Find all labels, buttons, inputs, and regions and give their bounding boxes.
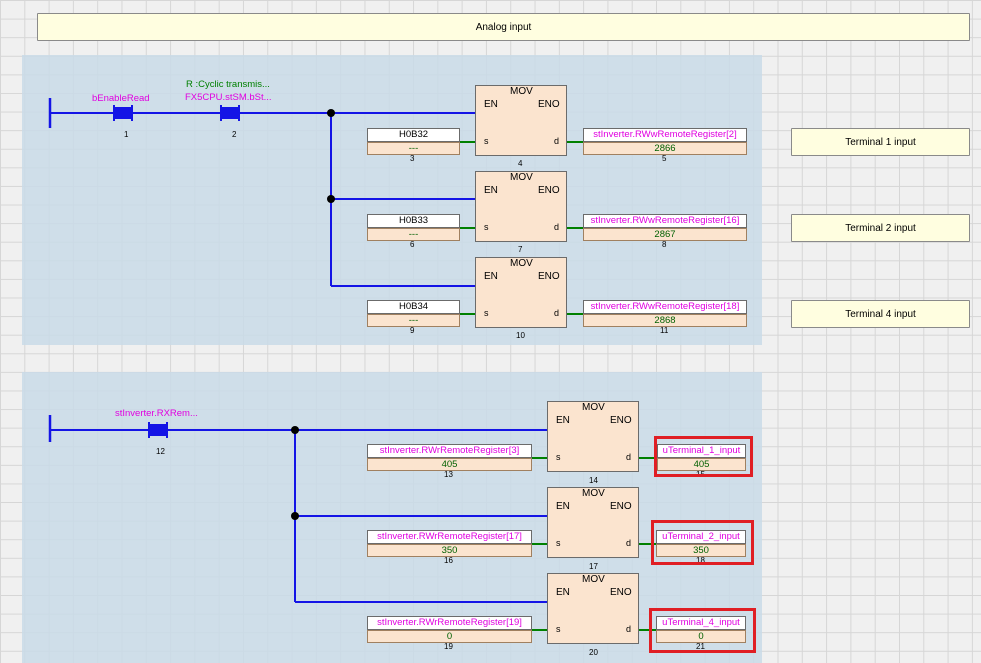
- src-value-6: ---: [367, 228, 460, 241]
- dst-value-18: 350: [656, 544, 746, 557]
- mov-block-10[interactable]: MOV EN ENO s d: [475, 257, 567, 328]
- mov-d: d: [626, 624, 632, 634]
- mov-title: MOV: [510, 86, 533, 97]
- contact-12[interactable]: [148, 422, 168, 438]
- highlight-terminal-4: [649, 608, 756, 653]
- src-operand-3[interactable]: H0B32: [367, 128, 460, 142]
- highlight-terminal-1: [654, 436, 753, 477]
- src-operand-9[interactable]: H0B34: [367, 300, 460, 314]
- contact-2-comment: R :Cyclic transmis...: [186, 79, 270, 90]
- src-operand-13[interactable]: stInverter.RWrRemoteRegister[3]: [367, 444, 532, 458]
- mov-en: EN: [484, 185, 498, 196]
- mov-title: MOV: [582, 488, 605, 499]
- src-operand-19[interactable]: stInverter.RWrRemoteRegister[19]: [367, 616, 532, 630]
- mov-d: d: [626, 538, 632, 548]
- contact-2-number: 2: [232, 130, 237, 139]
- mov-eno: ENO: [610, 587, 632, 598]
- src-number-9: 9: [410, 326, 415, 335]
- dst-operand-18[interactable]: uTerminal_2_input: [656, 530, 746, 544]
- dst-operand-5[interactable]: stInverter.RWwRemoteRegister[2]: [583, 128, 747, 142]
- contact-2-label: FX5CPU.stSM.bSt...: [185, 92, 272, 103]
- mov-en: EN: [556, 501, 570, 512]
- dst-operand-11[interactable]: stInverter.RWwRemoteRegister[18]: [583, 300, 747, 314]
- mov-eno: ENO: [538, 99, 560, 110]
- src-number-6: 6: [410, 240, 415, 249]
- mov-s: s: [556, 538, 561, 548]
- mov-d: d: [554, 308, 560, 318]
- dst-number-21: 21: [696, 642, 705, 651]
- mov-en: EN: [556, 415, 570, 426]
- mov-title: MOV: [510, 258, 533, 269]
- mov-en: EN: [484, 99, 498, 110]
- src-value-3: ---: [367, 142, 460, 155]
- mov-block-17[interactable]: MOV EN ENO s d: [547, 487, 639, 558]
- dst-number-18: 18: [696, 556, 705, 565]
- fb-number-14: 14: [589, 476, 598, 485]
- mov-block-14[interactable]: MOV EN ENO s d: [547, 401, 639, 472]
- mov-s: s: [556, 624, 561, 634]
- mov-eno: ENO: [538, 185, 560, 196]
- mov-s: s: [484, 308, 489, 318]
- mov-eno: ENO: [538, 271, 560, 282]
- mov-s: s: [484, 136, 489, 146]
- contact-1-number: 1: [124, 130, 129, 139]
- mov-en: EN: [484, 271, 498, 282]
- contact-2[interactable]: [220, 105, 240, 121]
- mov-block-7[interactable]: MOV EN ENO s d: [475, 171, 567, 242]
- dst-operand-15[interactable]: uTerminal_1_input: [657, 444, 746, 458]
- contact-1-label: bEnableRead: [92, 93, 150, 104]
- src-number-19: 19: [444, 642, 453, 651]
- dst-value-21: 0: [656, 630, 746, 643]
- src-value-16: 350: [367, 544, 532, 557]
- dst-value-8: 2867: [583, 228, 747, 241]
- src-operand-6[interactable]: H0B33: [367, 214, 460, 228]
- contact-1[interactable]: [113, 105, 133, 121]
- contact-12-label: stInverter.RXRem...: [115, 408, 198, 419]
- mov-d: d: [626, 452, 632, 462]
- mov-title: MOV: [510, 172, 533, 183]
- dst-operand-8[interactable]: stInverter.RWwRemoteRegister[16]: [583, 214, 747, 228]
- mov-d: d: [554, 222, 560, 232]
- mov-block-4[interactable]: MOV EN ENO s d: [475, 85, 567, 156]
- mov-title: MOV: [582, 574, 605, 585]
- mov-s: s: [556, 452, 561, 462]
- dst-value-11: 2868: [583, 314, 747, 327]
- comment-terminal-1[interactable]: Terminal 1 input: [791, 128, 970, 156]
- dst-value-15: 405: [657, 458, 746, 471]
- comment-terminal-2[interactable]: Terminal 2 input: [791, 214, 970, 242]
- src-value-13: 405: [367, 458, 532, 471]
- fb-number-7: 7: [518, 245, 523, 254]
- dst-number-11: 11: [660, 326, 669, 335]
- mov-d: d: [554, 136, 560, 146]
- mov-block-20[interactable]: MOV EN ENO s d: [547, 573, 639, 644]
- fb-number-10: 10: [516, 331, 525, 340]
- src-operand-16[interactable]: stInverter.RWrRemoteRegister[17]: [367, 530, 532, 544]
- dst-value-5: 2866: [583, 142, 747, 155]
- comment-terminal-4[interactable]: Terminal 4 input: [791, 300, 970, 328]
- mov-eno: ENO: [610, 415, 632, 426]
- mov-eno: ENO: [610, 501, 632, 512]
- src-number-13: 13: [444, 470, 453, 479]
- mov-en: EN: [556, 587, 570, 598]
- src-value-9: ---: [367, 314, 460, 327]
- fb-number-17: 17: [589, 562, 598, 571]
- src-number-3: 3: [410, 154, 415, 163]
- fb-number-4: 4: [518, 159, 523, 168]
- src-number-16: 16: [444, 556, 453, 565]
- mov-s: s: [484, 222, 489, 232]
- fb-number-20: 20: [589, 648, 598, 657]
- header-comment[interactable]: Analog input: [37, 13, 970, 41]
- src-value-19: 0: [367, 630, 532, 643]
- dst-operand-21[interactable]: uTerminal_4_input: [656, 616, 746, 630]
- dst-number-5: 5: [662, 154, 667, 163]
- dst-number-8: 8: [662, 240, 667, 249]
- mov-title: MOV: [582, 402, 605, 413]
- contact-12-number: 12: [156, 447, 165, 456]
- highlight-terminal-2: [651, 520, 754, 565]
